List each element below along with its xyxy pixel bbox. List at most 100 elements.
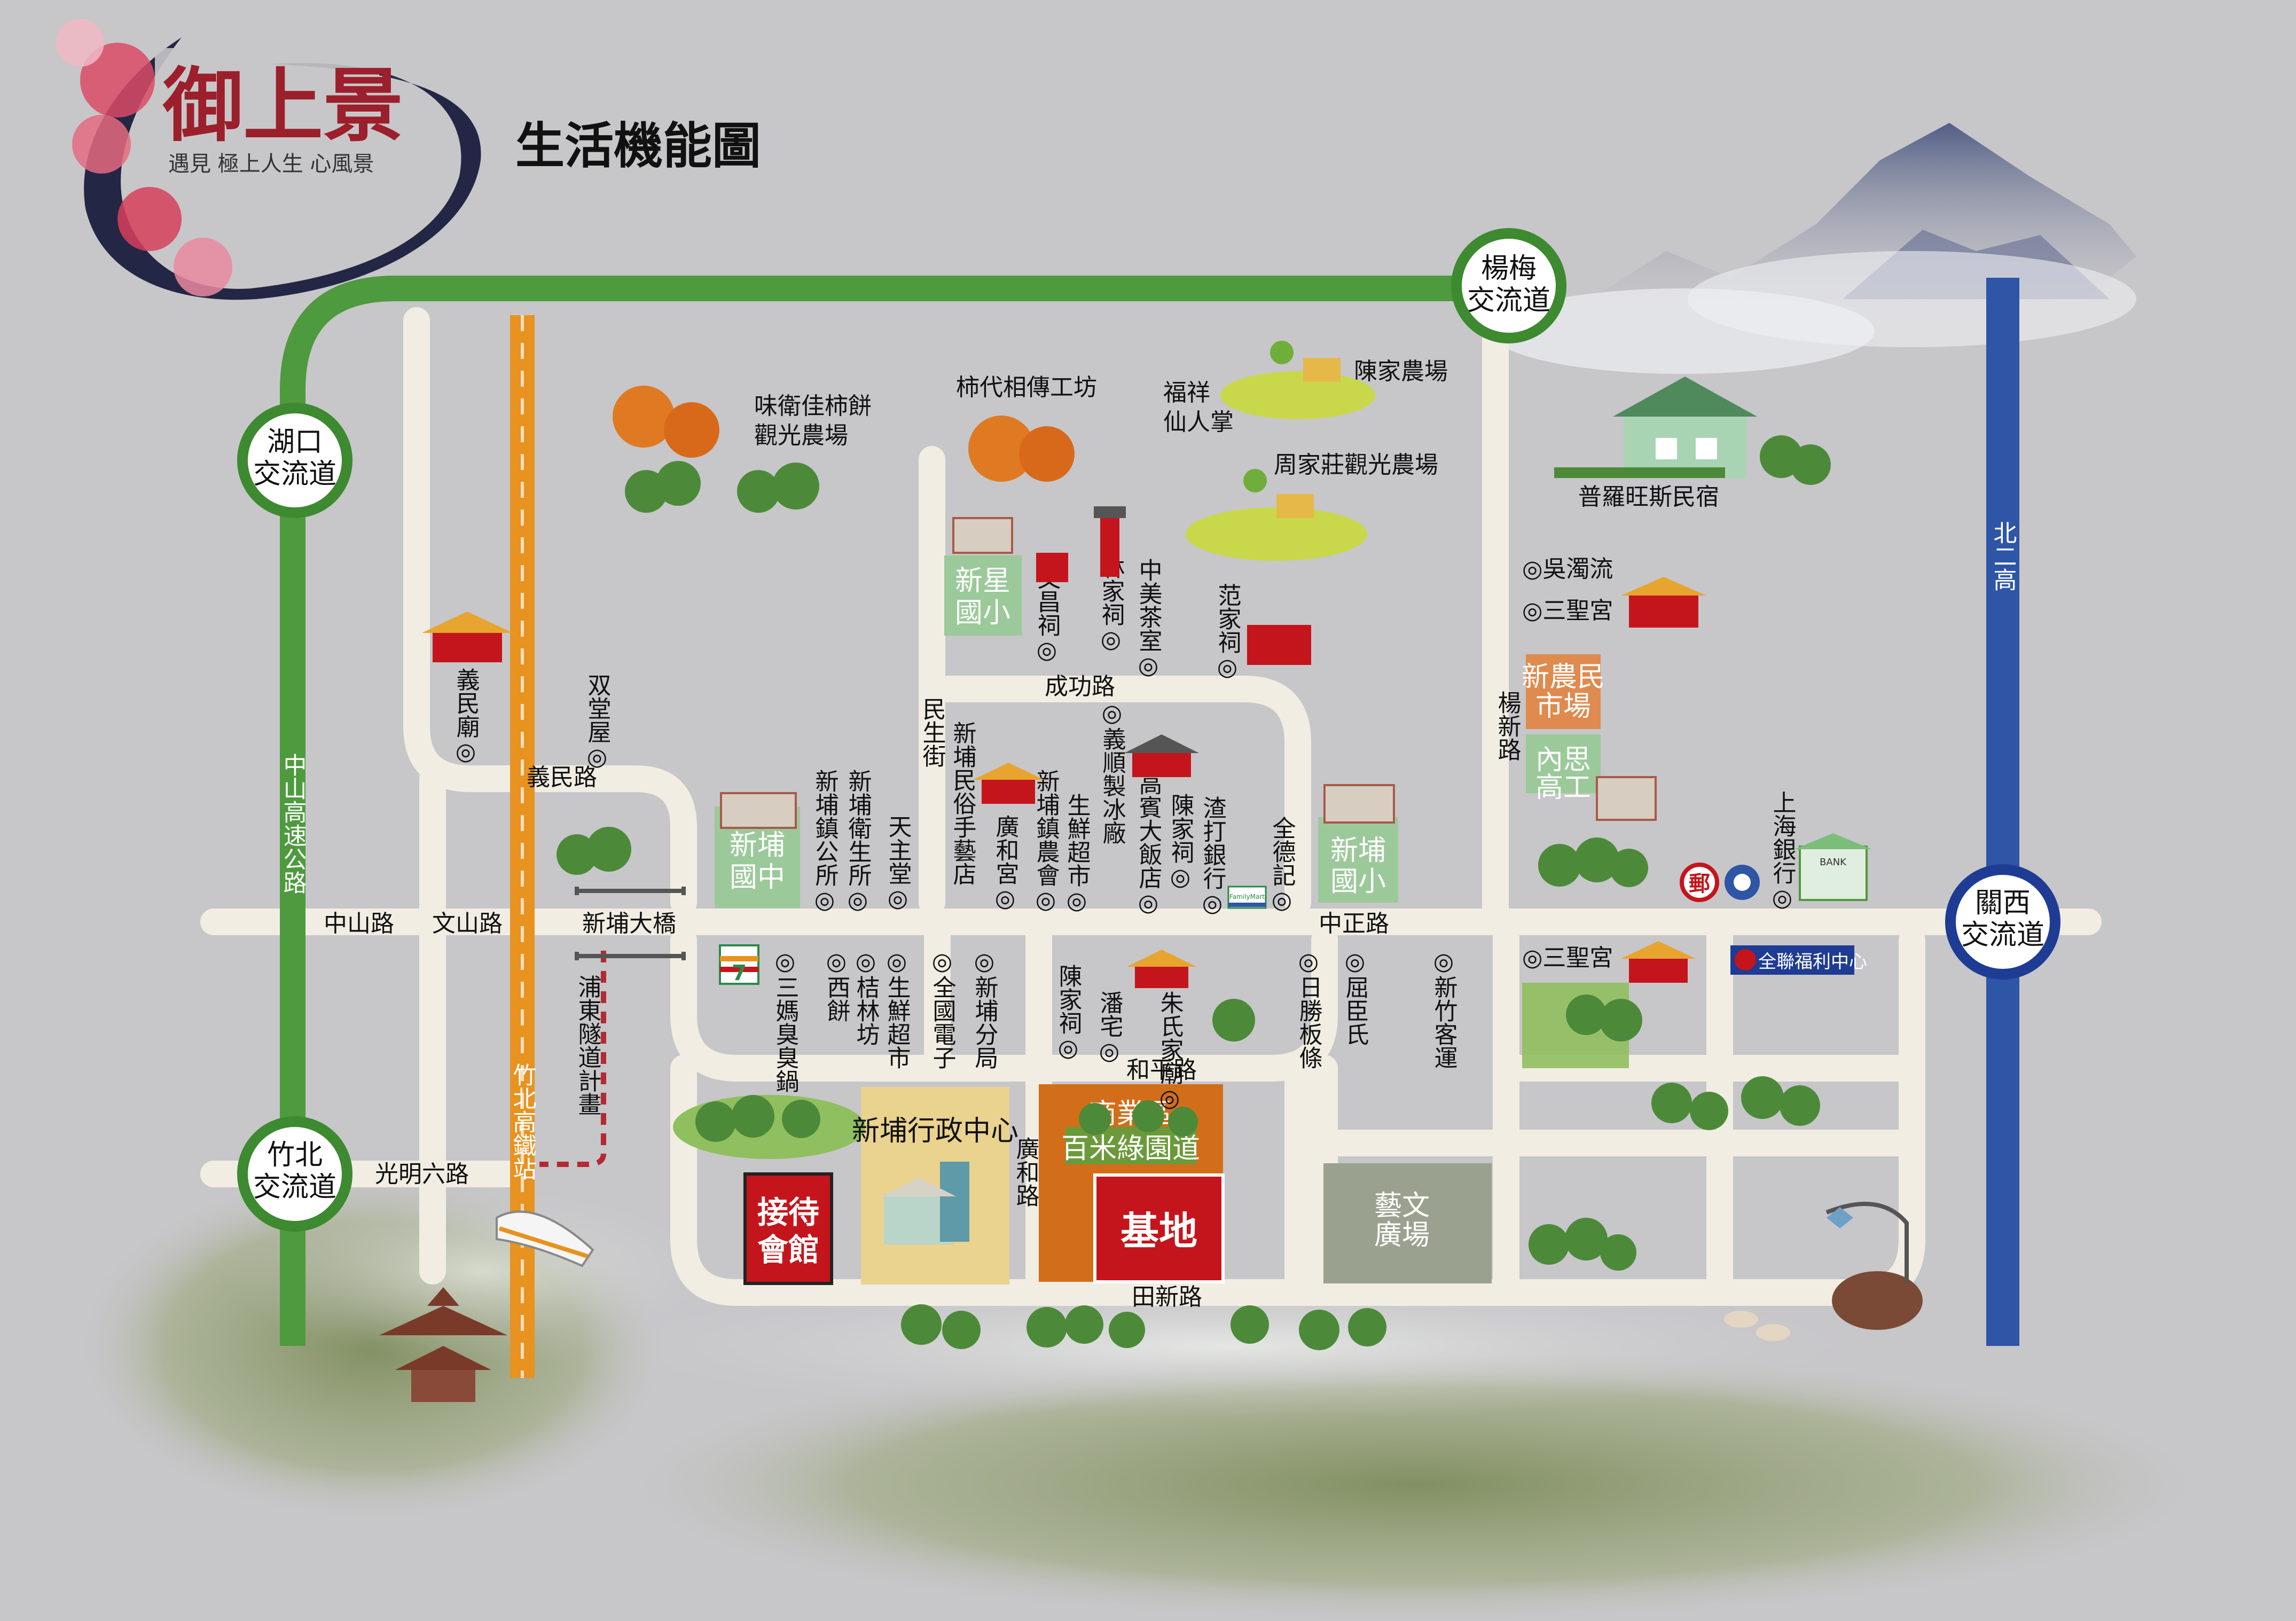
poi-folk-craft: 新埔民俗手藝店 xyxy=(949,721,976,886)
svg-text:會館: 會館 xyxy=(757,1232,819,1268)
brand-logo xyxy=(56,19,481,300)
school-building-icon xyxy=(720,517,1657,829)
poi-labels: 義民廟◎ 双堂屋◎ 新埔鎮公所◎ 新埔衛生所◎ 天主堂◎ 新埔民俗手藝店 廣和宮… xyxy=(452,555,1796,1112)
svg-text:BANK: BANK xyxy=(1820,857,1847,868)
poi-shanghai-bank: 上海銀行◎ xyxy=(1769,790,1796,912)
bnb-house-icon xyxy=(1554,377,1757,478)
xinpu-elementary-block[interactable] xyxy=(1318,817,1398,903)
north2-highway-label: 北二高 xyxy=(1989,521,2017,591)
svg-text:仙人掌: 仙人掌 xyxy=(1163,409,1234,436)
poi-fresh2: ◎生鮮超市 xyxy=(883,948,911,1069)
svg-text:FamilyMart: FamilyMart xyxy=(1229,893,1265,900)
road-label-xinpu-bridge: 新埔大橋 xyxy=(582,910,676,937)
svg-text:新農民: 新農民 xyxy=(1522,661,1605,693)
poi-wenchang: 文昌祠◎ xyxy=(1033,566,1061,664)
xinnongmin-market-block[interactable] xyxy=(1526,654,1601,729)
svg-text:高工: 高工 xyxy=(1535,772,1591,804)
neisi-vocational-block[interactable] xyxy=(1526,734,1601,793)
poi-jielin: ◎桔林坊 xyxy=(852,948,880,1046)
pxmart-sign[interactable]: 全聯福利中心 xyxy=(1730,945,1867,975)
svg-text:國中: 國中 xyxy=(730,862,785,894)
poi-fan-shrine: 范家祠◎ xyxy=(1214,583,1241,681)
farm-field-icon xyxy=(1186,341,1375,561)
svg-text:新星: 新星 xyxy=(955,565,1010,597)
tunnel-plan-line xyxy=(539,951,606,1167)
site-block[interactable] xyxy=(1093,1173,1225,1283)
svg-text:福祥: 福祥 xyxy=(1163,379,1210,406)
poi-sanma: ◎三媽臭臭鍋 xyxy=(772,948,799,1093)
zhongshan-highway-line xyxy=(280,276,1490,1346)
xinxing-elementary-block[interactable] xyxy=(944,555,1022,636)
svg-text:接待: 接待 xyxy=(757,1194,819,1231)
interchange-guanxi[interactable]: 關西 交流道 xyxy=(1945,864,2060,980)
brand-tagline: 遇見 極上人生 心風景 xyxy=(168,152,374,176)
svg-text:交流道: 交流道 xyxy=(1961,919,2044,951)
poi-sansheng2: ◎三聖宮 xyxy=(1522,944,1613,972)
poi-farmers-assoc: 新埔鎮農會◎ xyxy=(1032,769,1060,914)
tree-icons xyxy=(557,435,1831,1350)
poi-hsinchu-bus: ◎新竹客運 xyxy=(1430,948,1457,1069)
poi-chen-shrine: 陳家祠◎ xyxy=(1167,793,1194,891)
svg-text:市場: 市場 xyxy=(1535,691,1591,723)
road-label-minsheng: 民生街 xyxy=(919,697,946,768)
interchange-yangmei[interactable]: 楊梅 交流道 xyxy=(1451,228,1566,343)
svg-text:交流道: 交流道 xyxy=(253,1171,336,1203)
svg-text:藝文: 藝文 xyxy=(1374,1190,1430,1222)
poi-health-center: 新埔衛生所◎ xyxy=(844,769,872,914)
persimmon-icon xyxy=(613,386,1075,482)
greenway-label: 百米綠園道 xyxy=(1061,1133,1200,1165)
poi-xibing: ◎西餅 xyxy=(823,948,850,1022)
poi-quande: 全德記◎ xyxy=(1268,816,1296,914)
interchange-hukou[interactable]: 湖口 交流道 xyxy=(237,403,352,518)
reception-hall-block[interactable] xyxy=(743,1172,833,1285)
poi-zhongmei: 中美茶室◎ xyxy=(1135,558,1162,679)
tunnel-plan-label: 浦東隧道計畫 xyxy=(574,975,601,1116)
temple-icon xyxy=(422,553,1706,988)
art-plaza-block[interactable] xyxy=(1323,1163,1492,1283)
poi-township-office: 新埔鎮公所◎ xyxy=(811,769,839,914)
svg-text:楊梅: 楊梅 xyxy=(1481,253,1537,285)
svg-text:新埔: 新埔 xyxy=(730,829,785,862)
poi-branch: ◎新埔分局 xyxy=(971,948,998,1069)
svg-text:味衛佳柿餅: 味衛佳柿餅 xyxy=(754,393,872,420)
shanghai-bank-building-icon: BANK xyxy=(1795,833,1872,901)
post-office-icon: 郵 xyxy=(1680,863,1719,902)
road-label-wenshan: 文山路 xyxy=(432,910,503,937)
bank-icon xyxy=(1725,865,1760,900)
interchange-hukou-line2: 交流道 xyxy=(253,458,336,490)
admin-center-label: 新埔行政中心 xyxy=(852,1115,1018,1147)
poi-persimmon-workshop: 柿代相傳工坊 xyxy=(956,374,1097,401)
poi-sansheng1: ◎三聖宮 xyxy=(1522,597,1613,624)
poi-zhu-temple: 朱氏家廟◎ xyxy=(1156,991,1184,1112)
road-label-zhongzheng: 中正路 xyxy=(1319,910,1389,937)
poi-rishengban: ◎日勝板條 xyxy=(1295,948,1322,1069)
admin-center-block[interactable] xyxy=(861,1087,1009,1285)
site-label: 基地 xyxy=(1120,1209,1197,1254)
road-label-yangxin: 楊新路 xyxy=(1494,691,1521,761)
svg-text:交流道: 交流道 xyxy=(1467,285,1550,317)
road-label-yimin: 義民路 xyxy=(527,764,597,791)
svg-text:內思: 內思 xyxy=(1535,744,1591,776)
hsr-station-label: 竹北高鐵站 xyxy=(509,1063,536,1180)
road-label-tianxin: 田新路 xyxy=(1132,1283,1202,1311)
interchange-hukou-line1: 湖口 xyxy=(267,426,323,458)
seven-eleven-icon: 7 xyxy=(719,944,759,985)
poi-chen-shrine2: 陳家祠◎ xyxy=(1055,964,1082,1062)
landscape-decoration xyxy=(75,1170,2216,1621)
tower-icon xyxy=(1094,506,1126,577)
poi-catholic: 天主堂◎ xyxy=(884,815,912,912)
poi-yishun-ice: ◎義順製冰廠 xyxy=(1099,700,1126,844)
road-label-guanghe: 廣和路 xyxy=(1012,1137,1039,1207)
familymart-icon: FamilyMart xyxy=(1227,886,1267,909)
interchange-zhubei[interactable]: 竹北 交流道 xyxy=(237,1116,352,1232)
svg-text:新埔: 新埔 xyxy=(1330,835,1386,867)
zhongshan-highway-label: 中山高速公路 xyxy=(279,753,307,894)
poi-guanghe-temple: 廣和宮◎ xyxy=(992,815,1019,912)
road-label-heping: 和平路 xyxy=(1126,1056,1197,1084)
poi-fresh-market: 生鮮超市◎ xyxy=(1063,793,1091,914)
road-label-zhongshan: 中山路 xyxy=(324,910,394,937)
teapot-icon xyxy=(1724,1202,1923,1341)
poi-wu-zhuoliu: ◎吳濁流 xyxy=(1522,555,1613,583)
poi-yimin-temple: 義民廟◎ xyxy=(452,668,480,765)
